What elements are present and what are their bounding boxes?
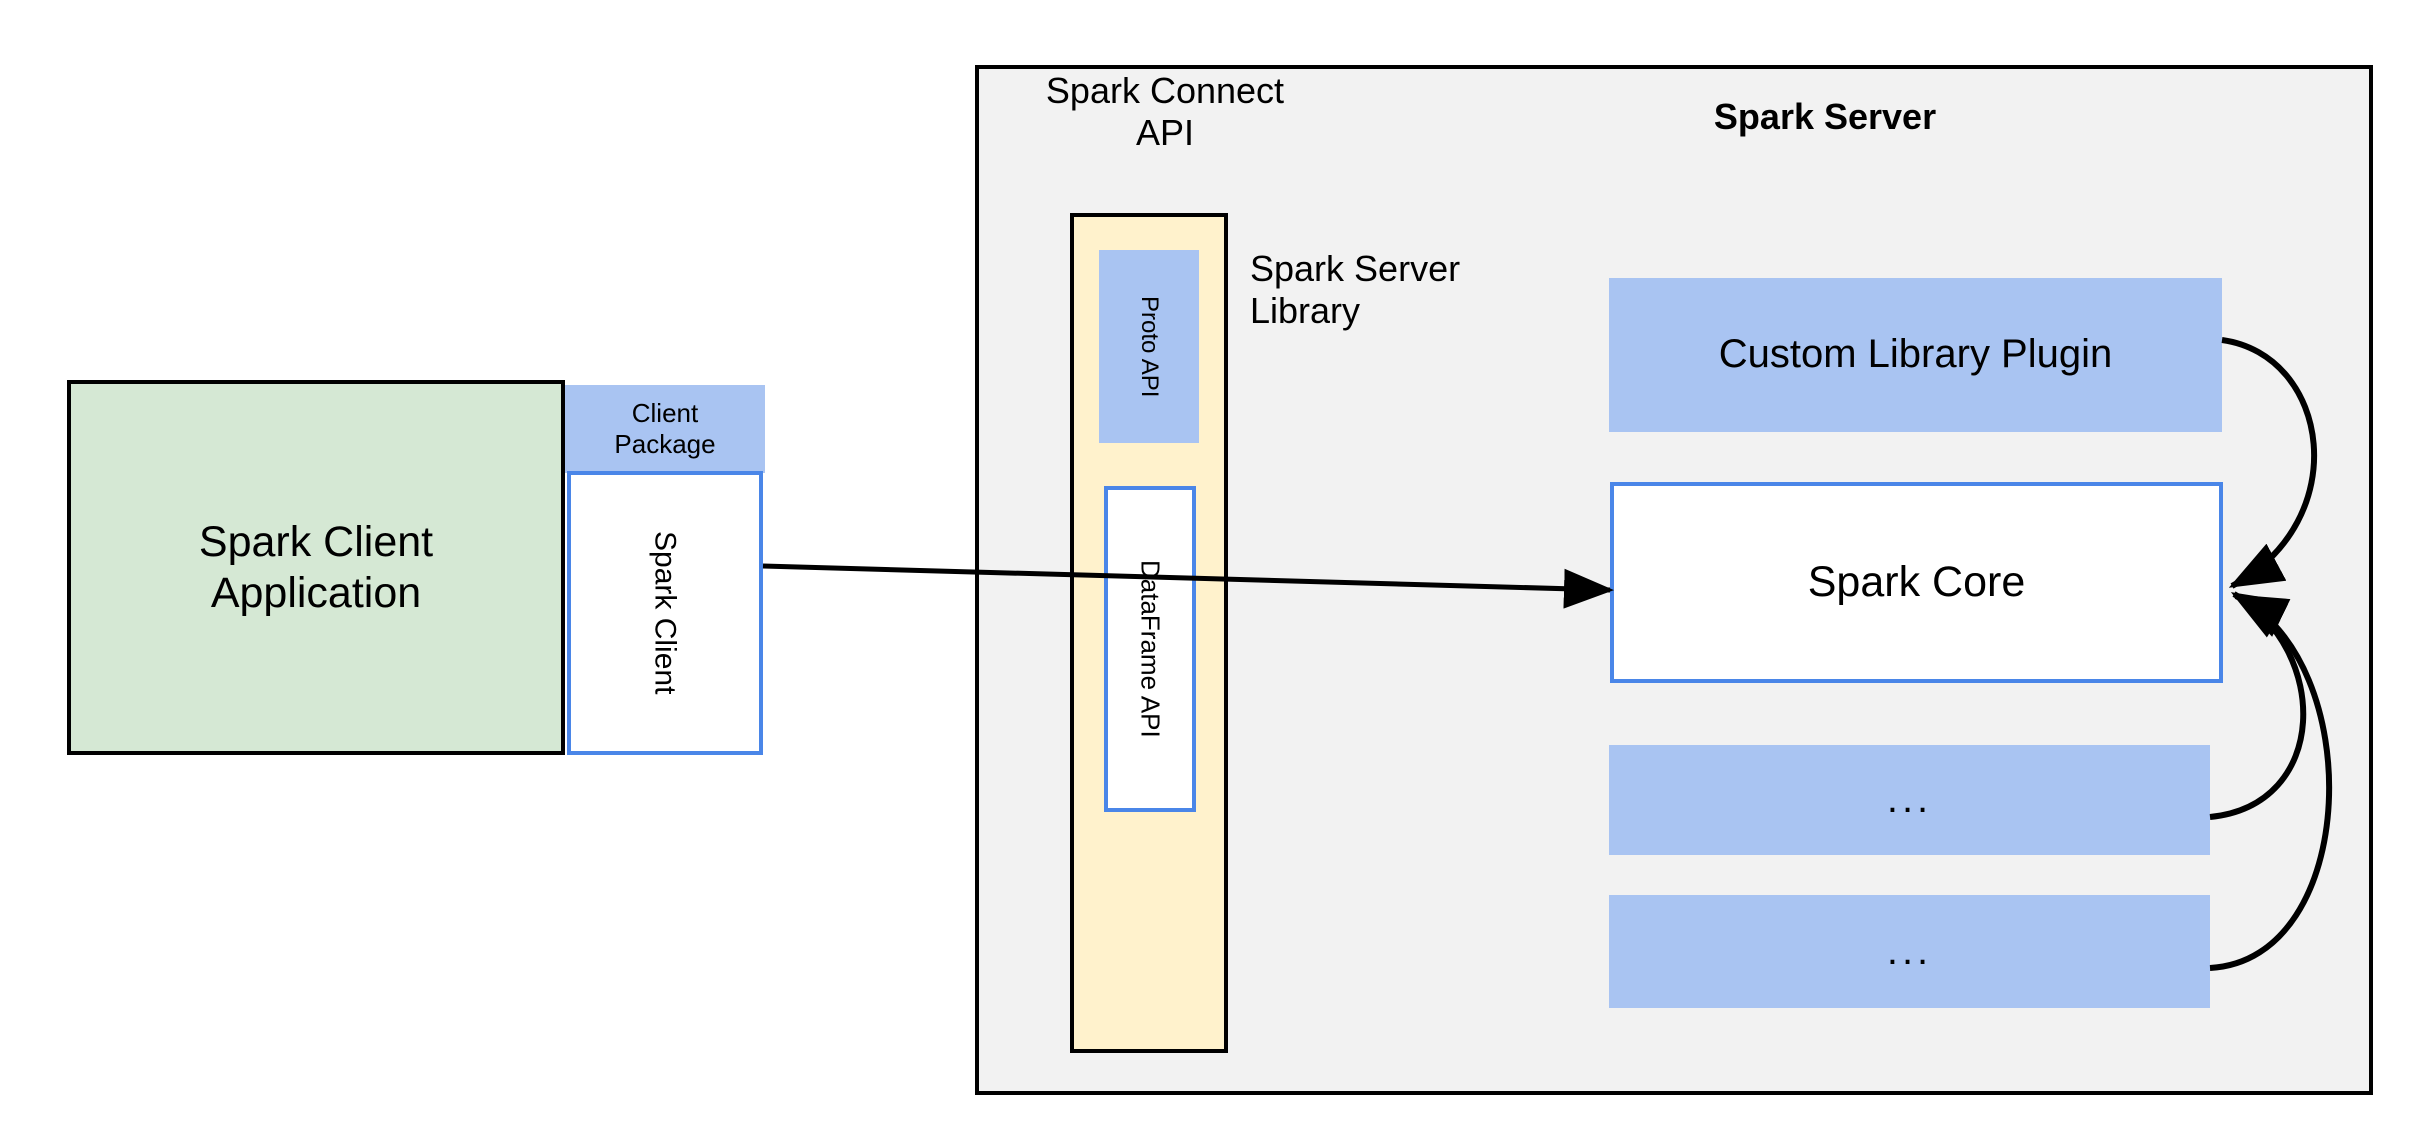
client-package-box[interactable]: Client Package bbox=[565, 385, 765, 473]
dataframe-api-label: DataFrame API bbox=[1135, 560, 1166, 738]
spark-core-label: Spark Core bbox=[1807, 558, 2026, 607]
proto-api-label: Proto API bbox=[1136, 295, 1164, 398]
client-package-label: Client Package bbox=[614, 398, 716, 459]
spark-connect-api-text: Spark Connect API bbox=[1045, 69, 1285, 153]
spark-client-application-label: Spark Client Application bbox=[198, 517, 434, 617]
ellipsis-2-label: ... bbox=[1886, 928, 1933, 973]
spark-server-library-text: Spark Server Library bbox=[1250, 248, 1461, 332]
ellipsis-1-label: ... bbox=[1886, 777, 1933, 822]
spark-connect-api-label: Spark Connect API bbox=[1020, 67, 1310, 157]
custom-library-plugin-box[interactable]: Custom Library Plugin bbox=[1609, 278, 2222, 432]
proto-api-box[interactable]: Proto API bbox=[1099, 250, 1199, 443]
spark-client-label: Spark Client bbox=[648, 531, 682, 695]
server-component-ellipsis-1[interactable]: ... bbox=[1609, 745, 2210, 855]
server-component-ellipsis-2[interactable]: ... bbox=[1609, 895, 2210, 1008]
spark-server-title: Spark Server bbox=[1690, 92, 1960, 142]
custom-library-plugin-label: Custom Library Plugin bbox=[1718, 332, 2113, 377]
dataframe-api-box[interactable]: DataFrame API bbox=[1104, 486, 1196, 812]
spark-server-library-label: Spark Server Library bbox=[1250, 248, 1550, 348]
spark-client-application-box[interactable]: Spark Client Application bbox=[67, 380, 565, 755]
spark-server-title-text: Spark Server bbox=[1713, 95, 1937, 137]
spark-core-box[interactable]: Spark Core bbox=[1610, 482, 2223, 683]
spark-client-box[interactable]: Spark Client bbox=[567, 471, 763, 755]
